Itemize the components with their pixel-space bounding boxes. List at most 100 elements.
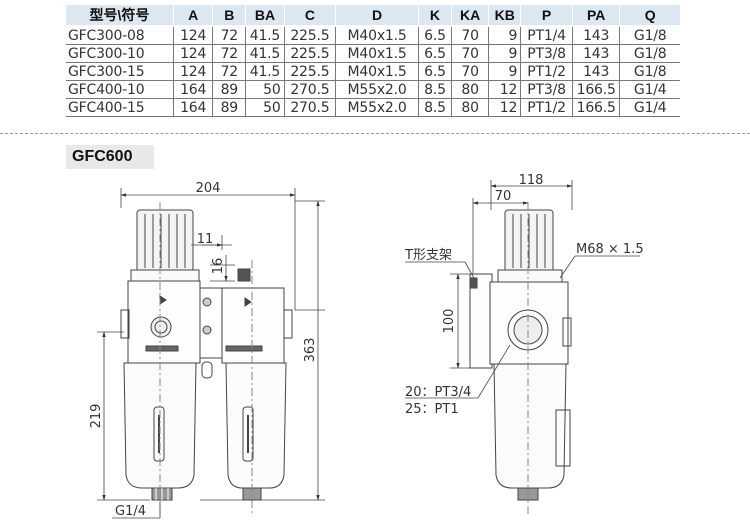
- table-cell: PT3/8: [520, 44, 573, 63]
- table-cell: 41.5: [245, 62, 285, 81]
- table-cell: 143: [571, 26, 620, 45]
- table-cell: G1/4: [619, 98, 680, 117]
- table-cell: 6.5: [417, 26, 452, 45]
- dim-11-label: 11: [197, 232, 214, 247]
- cap-knob: [237, 268, 251, 282]
- table-row: GFC300-08 124 72 41.5 225.5 M40x1.5 6.5 …: [66, 26, 680, 45]
- table-cell: GFC400-10: [66, 80, 174, 99]
- header-cell: B: [212, 5, 246, 27]
- table-cell: 166.5: [571, 98, 620, 117]
- table-cell: 8.5: [417, 80, 452, 99]
- table-cell: G1/4: [619, 80, 680, 99]
- model-tag: GFC600: [66, 145, 154, 169]
- table-cell: 8.5: [417, 98, 452, 117]
- table-cell: GFC400-15: [66, 98, 174, 117]
- dim-118-label: 118: [519, 173, 544, 188]
- table-cell: 72: [212, 44, 246, 63]
- table-cell: 164: [172, 80, 213, 99]
- table-cell: G1/8: [619, 44, 680, 63]
- table-cell: M40x1.5: [335, 26, 419, 45]
- table-cell: 143: [571, 44, 620, 63]
- table-cell: 9: [488, 26, 521, 45]
- spec-table: 型号\符号 A B BA C D K KA KB P PA Q GFC300-0…: [66, 5, 680, 117]
- table-cell: 143: [571, 62, 620, 81]
- table-cell: 80: [450, 98, 489, 117]
- header-cell: KA: [450, 5, 489, 27]
- header-cell: Q: [619, 5, 680, 27]
- table-cell: M55x2.0: [335, 80, 419, 99]
- thread-label: M68 × 1.5: [576, 242, 644, 257]
- table-cell: 9: [488, 62, 521, 81]
- table-cell: 12: [488, 98, 521, 117]
- table-cell: 72: [212, 26, 246, 45]
- table-cell: 6.5: [417, 62, 452, 81]
- table-row: GFC400-15 164 89 50 270.5 M55x2.0 8.5 80…: [66, 98, 680, 117]
- table-cell: 124: [172, 44, 213, 63]
- table-row: GFC300-10 124 72 41.5 225.5 M40x1.5 6.5 …: [66, 44, 680, 63]
- port-25-label: 25：PT1: [405, 402, 459, 417]
- dim-width-label: 204: [196, 181, 221, 196]
- table-cell: M40x1.5: [335, 44, 419, 63]
- table-cell: 72: [212, 62, 246, 81]
- filter-body: [221, 287, 285, 364]
- front-dimension-labels: 204 11 16 363 219 G1/4: [89, 181, 318, 519]
- table-cell: M55x2.0: [335, 98, 419, 117]
- port-label: G1/4: [115, 504, 146, 519]
- gauge: [150, 316, 172, 338]
- side-dimension-labels: 118 70 100 T形支架 M68 × 1.5 20：PT3/4 25：PT…: [404, 173, 644, 417]
- header-cell: K: [417, 5, 452, 27]
- table-row: GFC400-10 164 89 50 270.5 M55x2.0 8.5 80…: [66, 80, 680, 99]
- section-divider: [0, 133, 750, 134]
- port-20-label: 20：PT3/4: [405, 385, 471, 400]
- dim-100-label: 100: [442, 309, 457, 334]
- table-cell: 70: [450, 26, 489, 45]
- header-cell: BA: [245, 5, 285, 27]
- side-view: [469, 202, 572, 515]
- front-dimensions: [97, 188, 325, 519]
- table-cell: GFC300-15: [66, 62, 174, 81]
- table-cell: M40x1.5: [335, 62, 419, 81]
- table-cell: 41.5: [245, 26, 285, 45]
- table-cell: 6.5: [417, 44, 452, 63]
- table-row: GFC300-15 124 72 41.5 225.5 M40x1.5 6.5 …: [66, 62, 680, 81]
- table-cell: 225.5: [283, 44, 336, 63]
- dim-70-label: 70: [495, 189, 512, 204]
- dim-bowl-label: 219: [89, 404, 104, 429]
- table-cell: 70: [450, 44, 489, 63]
- table-cell: G1/8: [619, 26, 680, 45]
- header-cell: A: [172, 5, 213, 27]
- table-cell: 166.5: [571, 80, 620, 99]
- bracket-label: T形支架: [404, 248, 452, 263]
- table-cell: G1/8: [619, 62, 680, 81]
- table-cell: 70: [450, 62, 489, 81]
- table-cell: 270.5: [283, 80, 336, 99]
- table-cell: 50: [245, 80, 285, 99]
- table-cell: 270.5: [283, 98, 336, 117]
- front-view: [120, 202, 293, 515]
- table-cell: 225.5: [283, 62, 336, 81]
- table-cell: 12: [488, 80, 521, 99]
- header-cell: PA: [571, 5, 620, 27]
- header-cell: D: [335, 5, 419, 27]
- table-cell: 124: [172, 62, 213, 81]
- table-cell: PT1/2: [520, 98, 573, 117]
- table-cell: 80: [450, 80, 489, 99]
- table-cell: PT1/2: [520, 62, 573, 81]
- table-cell: 9: [488, 44, 521, 63]
- dim-height-label: 363: [303, 338, 318, 363]
- table-cell: 41.5: [245, 44, 285, 63]
- table-cell: PT3/8: [520, 80, 573, 99]
- table-cell: 89: [212, 80, 246, 99]
- header-cell: C: [283, 5, 336, 27]
- model-label: GFC600: [72, 148, 133, 165]
- table-cell: PT1/4: [520, 26, 573, 45]
- table-cell: 89: [212, 98, 246, 117]
- table-cell: 164: [172, 98, 213, 117]
- dim-16-label: 16: [211, 258, 226, 275]
- side-dimensions: [405, 180, 640, 399]
- table-header-row: 型号\符号 A B BA C D K KA KB P PA Q: [66, 5, 680, 27]
- table-cell: 225.5: [283, 26, 336, 45]
- header-cell: P: [520, 5, 573, 27]
- header-cell: 型号\符号: [66, 5, 174, 27]
- bowl-right: [225, 362, 287, 489]
